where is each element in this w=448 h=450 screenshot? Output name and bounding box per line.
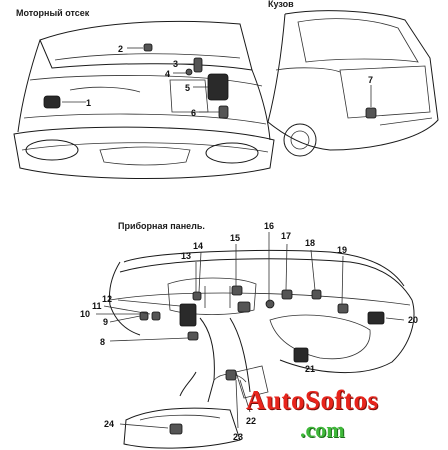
callout-13: 13 xyxy=(181,251,191,261)
callout-16: 16 xyxy=(264,221,274,231)
callout-10: 10 xyxy=(80,309,90,319)
callout-12: 12 xyxy=(102,294,112,304)
callout-3: 3 xyxy=(173,59,178,69)
callout-22: 22 xyxy=(246,416,256,426)
watermark-domain: .com xyxy=(300,417,345,442)
callout-18: 18 xyxy=(305,238,315,248)
callout-17: 17 xyxy=(281,231,291,241)
callout-numbers: 1 2 3 4 5 6 7 8 9 10 11 12 13 14 15 16 1… xyxy=(80,44,418,442)
body-rear-drawing xyxy=(267,10,439,157)
callout-14: 14 xyxy=(193,241,203,251)
engine-compartment-drawing xyxy=(13,20,275,179)
callout-21: 21 xyxy=(305,364,315,374)
callout-9: 9 xyxy=(103,317,108,327)
callout-1: 1 xyxy=(86,98,91,108)
section-title-engine: Моторный отсек xyxy=(16,8,90,18)
callout-24: 24 xyxy=(104,419,114,429)
callout-4: 4 xyxy=(165,69,170,79)
callout-5: 5 xyxy=(185,83,190,93)
leader-lines xyxy=(62,47,405,429)
callout-11: 11 xyxy=(92,301,102,311)
instrument-panel-drawing xyxy=(109,249,415,449)
callout-23: 23 xyxy=(233,432,243,442)
section-title-body: Кузов xyxy=(268,0,294,9)
callout-20: 20 xyxy=(408,315,418,325)
callout-7: 7 xyxy=(368,75,373,85)
callout-19: 19 xyxy=(337,245,347,255)
callout-6: 6 xyxy=(191,108,196,118)
callout-2: 2 xyxy=(118,44,123,54)
watermark-brand: AutoSoftos xyxy=(246,385,379,415)
section-title-panel: Приборная панель. xyxy=(118,221,205,231)
callout-8: 8 xyxy=(100,337,105,347)
callout-15: 15 xyxy=(230,233,240,243)
